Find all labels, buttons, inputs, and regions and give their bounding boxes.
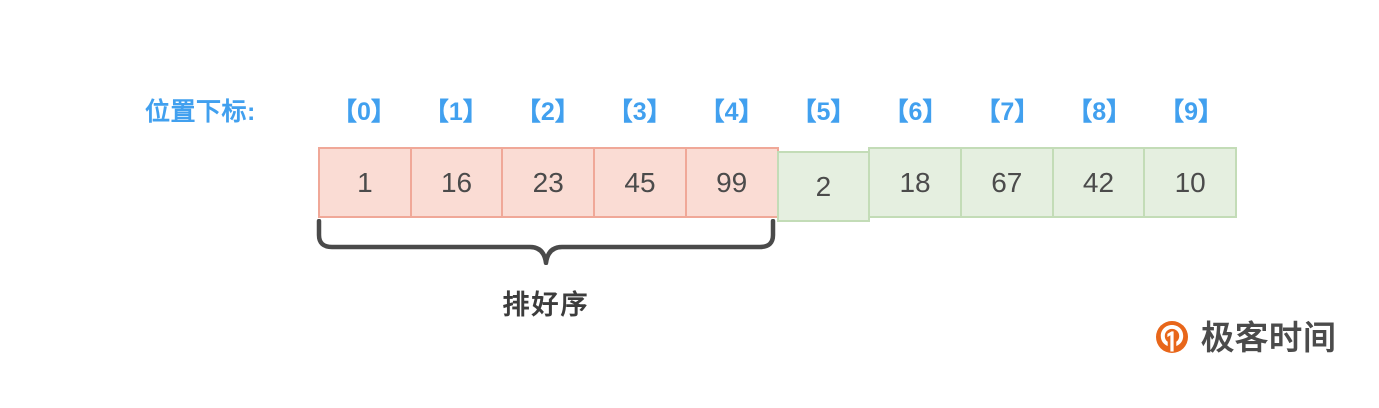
array-cell-1: 16 (409, 147, 504, 218)
index-label-1: 【1】 (423, 98, 488, 126)
index-label-7: 【7】 (975, 98, 1040, 126)
geektime-logo-icon (1152, 318, 1192, 358)
array-cell-8: 42 (1051, 147, 1146, 218)
array-cell-4: 99 (684, 147, 779, 218)
index-label-8: 【8】 (1067, 98, 1132, 126)
array-cell-2: 23 (501, 147, 596, 218)
array-cell-5: 2 (776, 151, 871, 222)
array-cell-9: 10 (1143, 147, 1238, 218)
array-cell-3: 45 (593, 147, 687, 218)
index-label-9: 【9】 (1159, 98, 1224, 126)
index-label-0: 【0】 (332, 98, 396, 126)
brand-name: 极客时间 (1201, 319, 1337, 356)
index-label-4: 【4】 (699, 98, 764, 126)
index-label-6: 【6】 (883, 98, 948, 126)
sorted-region-brace (316, 219, 776, 265)
array-cell-7: 67 (959, 147, 1054, 218)
index-header-row: 【0】 【1】 【2】 【3】 【4】 【5】 【6】 【7】 【8】 【9】 (318, 94, 1237, 130)
brand-logo: 极客时间 (1152, 318, 1337, 358)
index-label-5: 【5】 (791, 98, 856, 126)
sorted-region-caption: 排好序 (502, 290, 590, 320)
array-cell-0: 1 (318, 147, 412, 218)
index-label-3: 【3】 (607, 98, 672, 126)
array-row: 1 16 23 45 99 2 18 67 42 10 (318, 147, 1238, 222)
index-label-2: 【2】 (515, 98, 580, 126)
index-row-label: 位置下标: (145, 98, 256, 126)
array-cell-6: 18 (868, 147, 962, 218)
